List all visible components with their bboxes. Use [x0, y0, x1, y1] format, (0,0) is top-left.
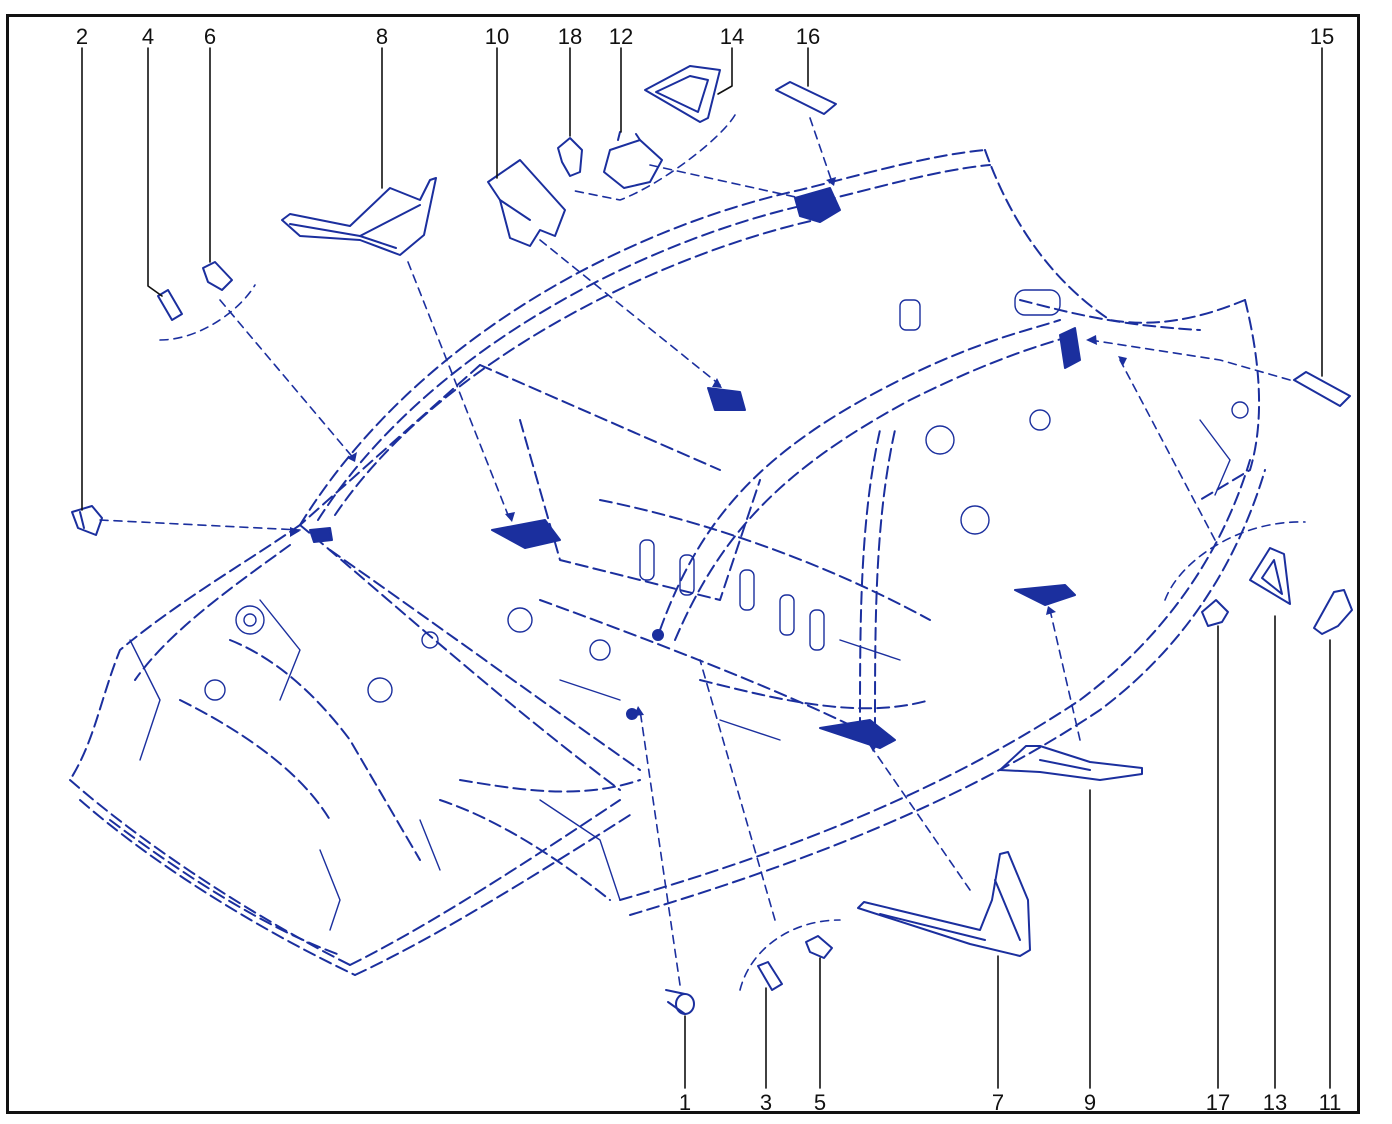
part-15-roof-rail-insulator-icon [1293, 371, 1351, 407]
callout-10: 10 [484, 24, 510, 49]
diagram-frame [6, 14, 1360, 1114]
part-2-front-pillar-baffle-icon [71, 505, 103, 536]
callout-13: 13 [1262, 1090, 1288, 1115]
callout-4: 4 [141, 24, 155, 49]
part-16-roof-rail-insulator-icon [775, 81, 837, 115]
callout-9: 9 [1083, 1090, 1097, 1115]
callout-1: 1 [678, 1090, 692, 1115]
vehicle-body-details [129, 289, 1249, 931]
part-10-center-pillar-baffle-icon [487, 159, 566, 247]
part-13-rear-pillar-baffle-icon [1249, 547, 1291, 605]
callout-11: 11 [1318, 1090, 1342, 1115]
part-17-bracket-baffle-icon [1201, 599, 1229, 627]
callout-15: 15 [1309, 24, 1335, 49]
part-3-small-insulator-block-icon [757, 961, 783, 991]
part-11-quarter-panel-baffle-icon [1313, 589, 1353, 635]
part-12-quarter-panel-baffle-icon [603, 131, 663, 189]
callout-12: 12 [608, 24, 634, 49]
arrow-heads [290, 177, 1127, 752]
part-1-sound-insulator-plug-icon [665, 989, 695, 1015]
part-4-small-insulator-block-icon [157, 289, 183, 321]
part-7-rocker-baffle-icon [857, 851, 1031, 957]
callout-2: 2 [75, 24, 89, 49]
callout-8: 8 [375, 24, 389, 49]
callout-6: 6 [203, 24, 217, 49]
installed-parts [309, 187, 1081, 749]
callout-18: 18 [557, 24, 583, 49]
callout-7: 7 [991, 1090, 1005, 1115]
part-6-small-baffle-icon [202, 261, 233, 291]
part-8-rocker-baffle-icon [281, 177, 437, 256]
leader-lines [81, 47, 1331, 1089]
part-18-bracket-baffle-icon [557, 137, 583, 177]
callout-3: 3 [759, 1090, 773, 1115]
part-5-small-baffle-icon [805, 935, 833, 959]
part-9-center-pillar-baffle-icon [999, 745, 1143, 781]
callout-5: 5 [813, 1090, 827, 1115]
callout-17: 17 [1205, 1090, 1231, 1115]
callout-16: 16 [795, 24, 821, 49]
vehicle-body-outline [69, 149, 1266, 976]
part-14-rear-pillar-baffle-icon [644, 65, 721, 123]
installation-arrows [99, 114, 1306, 991]
callout-14: 14 [719, 24, 745, 49]
